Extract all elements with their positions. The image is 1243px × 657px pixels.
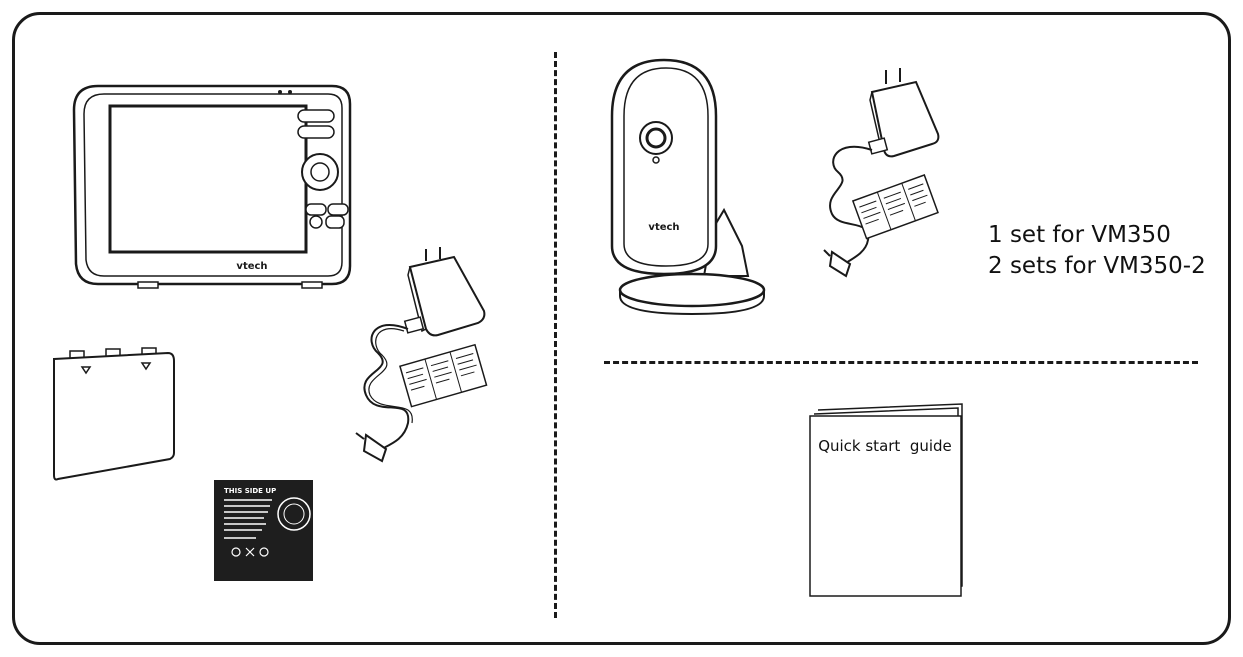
battery-label: THIS SIDE UP xyxy=(224,487,276,495)
set-count-vm350: 1 set for VM350 xyxy=(988,222,1171,248)
quick-start-guide-booklet: Quick start guide xyxy=(809,403,963,597)
camera-power-adapter-illustration xyxy=(823,68,940,278)
monitor-illustration: vtech xyxy=(72,84,352,289)
package-contents-frame xyxy=(12,12,1231,645)
camera-illustration: vtech xyxy=(610,58,766,316)
monitor-power-adapter-illustration xyxy=(355,247,488,463)
quick-start-guide-title: Quick start guide xyxy=(818,437,952,455)
camera-set-quantity-note: 1 set for VM350 2 sets for VM350-2 xyxy=(988,220,1206,282)
battery-cover-illustration xyxy=(53,347,175,481)
monitor-screen xyxy=(108,104,308,254)
vertical-dashed-divider xyxy=(554,52,557,618)
set-count-vm350-2: 2 sets for VM350-2 xyxy=(988,253,1206,279)
battery-pack-illustration: THIS SIDE UP xyxy=(214,480,313,581)
monitor-logo: vtech xyxy=(236,261,267,272)
horizontal-dashed-divider xyxy=(604,361,1198,364)
camera-logo: vtech xyxy=(648,222,679,233)
